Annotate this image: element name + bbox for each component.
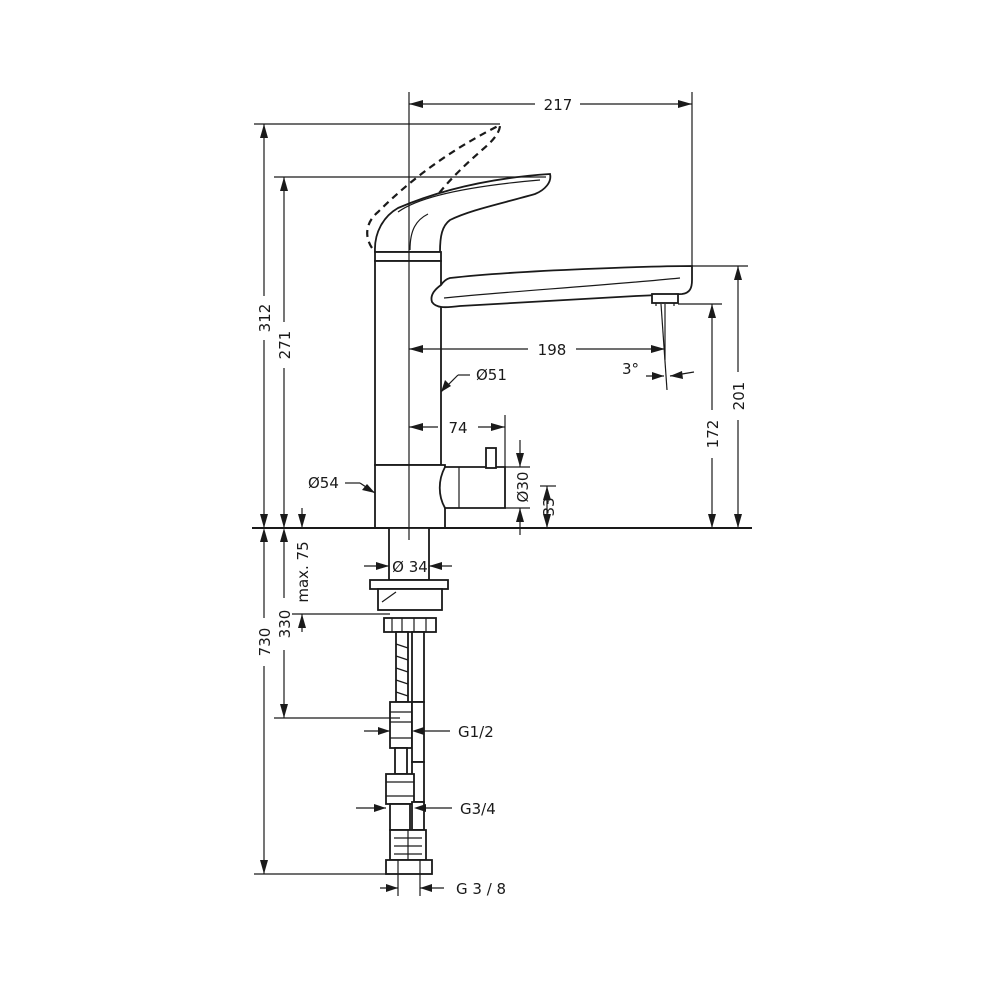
spout [430, 265, 693, 309]
dimension-labels: 217 198 Ø51 3° 74 Ø54 Ø30 33 201 172 312… [256, 96, 748, 898]
lever [374, 173, 552, 253]
g12-fitting [389, 701, 413, 749]
label-172: 172 [704, 420, 722, 449]
label-g38: G 3 / 8 [456, 880, 506, 898]
faucet-base [374, 464, 446, 529]
dimension-lines [254, 92, 748, 896]
label-spout-angle: 3° [622, 360, 639, 378]
label-217: 217 [544, 96, 573, 114]
mounting-nut [377, 588, 443, 611]
label-g12: G1/2 [458, 723, 494, 741]
label-271: 271 [276, 331, 294, 360]
label-base-diameter: Ø54 [308, 474, 339, 492]
mounting-plate [369, 579, 449, 590]
angle-valve [438, 466, 506, 509]
label-valve-height: 33 [540, 497, 558, 516]
label-330: 330 [276, 610, 294, 639]
supply-hoses [385, 631, 433, 875]
mounting-assembly [369, 527, 449, 633]
label-body-diameter: Ø51 [476, 366, 507, 384]
g34-fitting [385, 773, 415, 805]
label-shank-diameter: Ø 34 [392, 558, 428, 576]
label-g34: G3/4 [460, 800, 496, 818]
label-730: 730 [256, 628, 274, 657]
label-valve-offset: 74 [448, 419, 467, 437]
label-max-75: max. 75 [294, 541, 312, 602]
label-201: 201 [730, 382, 748, 411]
label-198: 198 [538, 341, 567, 359]
label-312: 312 [256, 304, 274, 333]
label-valve-diameter: Ø30 [514, 472, 532, 503]
faucet-column [374, 260, 442, 466]
faucet-body [366, 123, 693, 529]
aerator [651, 293, 679, 304]
